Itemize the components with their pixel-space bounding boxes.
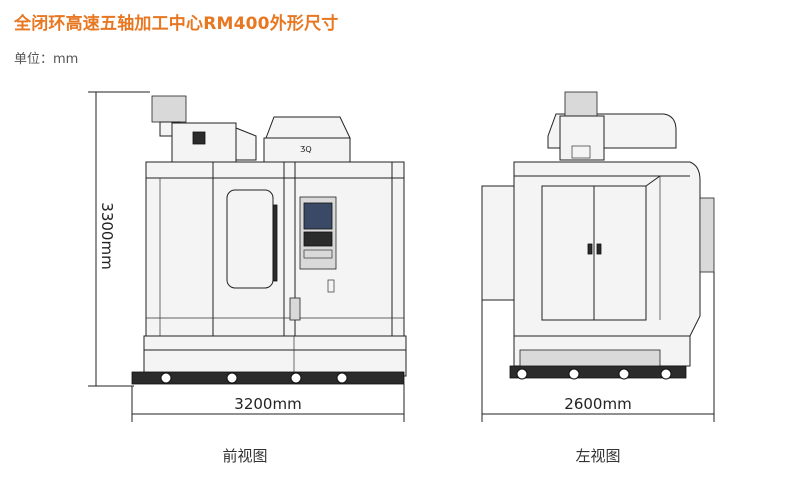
side-view-machine xyxy=(481,91,715,380)
side-spindle-motor xyxy=(564,91,598,117)
door-handle xyxy=(272,204,278,282)
side-depth-dimension: 2600mm xyxy=(481,272,715,422)
door-window xyxy=(226,189,274,289)
depth-label: 2600mm xyxy=(564,395,631,413)
magazine-body xyxy=(263,137,351,163)
side-view-caption: 左视图 xyxy=(575,447,620,465)
page-title: 全闭环高速五轴加工中心RM400外形尺寸 xyxy=(14,14,339,34)
side-switch xyxy=(289,297,301,321)
front-view-caption: 前视图 xyxy=(222,447,267,465)
width-label: 3200mm xyxy=(234,395,301,413)
cabinet-handle-left xyxy=(587,243,593,255)
front-width-dimension: 3200mm xyxy=(131,384,405,422)
height-label: 3300mm xyxy=(98,202,116,269)
control-keypad xyxy=(303,231,333,247)
rear-cabinet xyxy=(481,185,515,301)
side-control-panel xyxy=(699,197,715,273)
control-screen xyxy=(303,202,333,230)
front-view-machine: ƷQ xyxy=(131,95,407,385)
unit-label: 单位：mm xyxy=(14,52,79,67)
spindle-motor xyxy=(151,95,187,123)
magazine-hood xyxy=(265,116,351,139)
magazine-logo-icon: ƷQ xyxy=(300,145,312,154)
cabinet-handle-right xyxy=(596,243,602,255)
head-side-cover xyxy=(235,127,257,161)
head-badge xyxy=(192,131,206,145)
front-base xyxy=(143,335,407,377)
front-skid xyxy=(131,371,405,385)
side-spindle-head xyxy=(559,115,605,161)
side-skid xyxy=(509,365,687,379)
front-height-dimension: 3300mm xyxy=(88,91,150,387)
side-base-detail xyxy=(519,349,661,369)
